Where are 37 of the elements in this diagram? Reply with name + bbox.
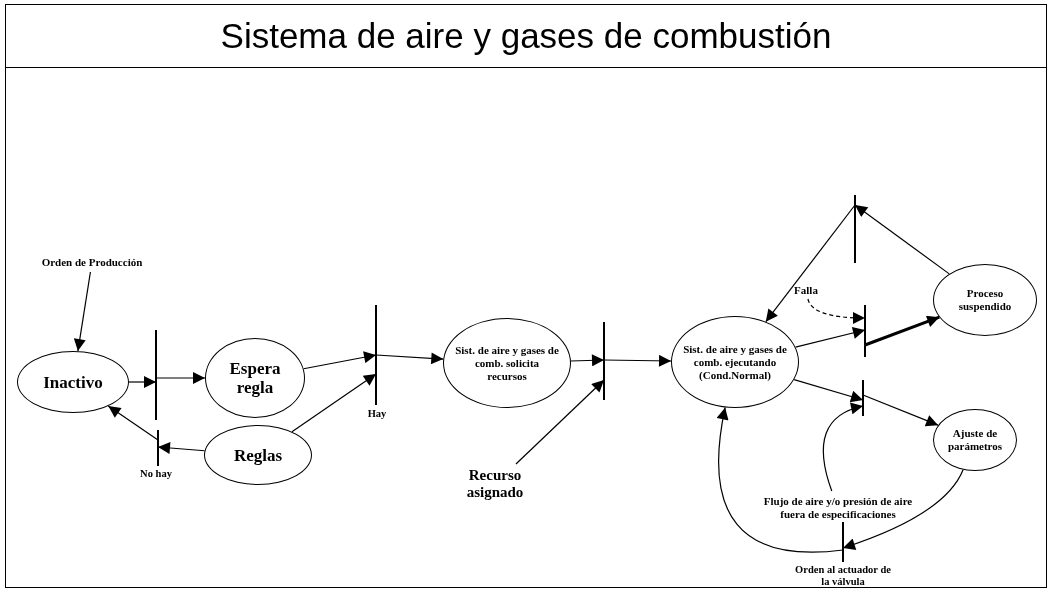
- state-label: Proceso suspendido: [957, 287, 1013, 313]
- arrow: [794, 327, 866, 348]
- state-label: Reglas: [233, 445, 283, 465]
- title: Sistema de aire y gases de combustión: [220, 14, 832, 57]
- arrow: [822, 403, 864, 492]
- input-label: Flujo de aire y/o presión de aire fuera de especificaciones: [762, 495, 914, 521]
- dashed-arrow: [807, 298, 866, 324]
- transition-label: No hay: [139, 468, 173, 480]
- state-label: Sist. de aire y gases de comb. ejecutando (Cond.Normal): [682, 342, 788, 382]
- state-label: Sist. de aire y gases de comb. solicita recursos: [454, 343, 560, 383]
- arrow: [73, 271, 91, 352]
- arrow: [303, 351, 377, 370]
- arrow: [862, 394, 939, 427]
- transition-label: Orden al actuador de la válvula: [794, 564, 892, 588]
- input-label: Falla: [794, 283, 818, 297]
- state-ellipse: [933, 409, 1017, 471]
- state-label: Inactivo: [43, 372, 103, 392]
- arrow: [128, 376, 157, 388]
- input-label: Recurso asignado: [465, 467, 525, 501]
- state-label: Espera regla: [228, 359, 282, 397]
- input-label: Orden de Producción: [41, 255, 143, 269]
- arrow: [854, 204, 950, 275]
- arrow: [155, 372, 206, 384]
- arrow: [793, 378, 864, 403]
- transition-label: Hay: [366, 408, 388, 420]
- arrow: [107, 405, 159, 441]
- arrow: [603, 354, 672, 367]
- arrow: [842, 469, 964, 550]
- arrow: [570, 354, 605, 367]
- arrow: [717, 406, 844, 553]
- arrow: [375, 352, 444, 365]
- arrow: [864, 315, 940, 347]
- arrow: [157, 442, 206, 454]
- arrow: [765, 204, 856, 323]
- state-label: Ajuste de parámetros: [946, 427, 1004, 453]
- arrow: [291, 373, 377, 433]
- arrow: [515, 379, 605, 465]
